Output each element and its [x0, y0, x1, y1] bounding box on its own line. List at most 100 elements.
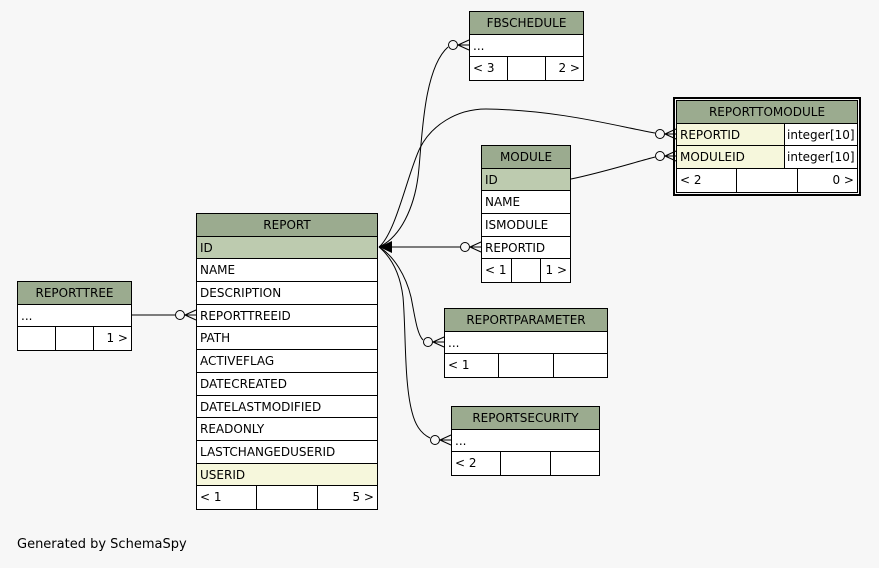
- zero-or-one-circle: [423, 337, 433, 347]
- zero-or-one-circle: [175, 310, 185, 320]
- crows-foot-arrow-icon: [664, 128, 677, 140]
- degree-cell: [554, 354, 607, 377]
- column-name: READONLY: [200, 422, 265, 437]
- degree-cell: < 1: [445, 354, 500, 378]
- column-row-activeflag: ACTIVEFLAG: [197, 350, 377, 373]
- column-name: USERID: [200, 467, 246, 482]
- degree-cell: [257, 486, 318, 509]
- zero-or-one-circle: [460, 242, 470, 252]
- degree-cell: [18, 327, 56, 351]
- columns-ellipsis-row: ...: [452, 429, 599, 453]
- degree-cell: 2 >: [558, 61, 580, 76]
- table-reportsecurity[interactable]: REPORTSECURITY... < 2: [451, 406, 600, 477]
- degree-cell: [508, 57, 546, 81]
- zero-or-one-circle: [448, 40, 458, 50]
- column-name: REPORTTREEID: [200, 308, 291, 323]
- degree-footer: < 3 2 >: [470, 57, 583, 81]
- table-title-reportsecurity[interactable]: REPORTSECURITY: [452, 407, 599, 430]
- degree-cell: < 3: [470, 57, 508, 81]
- degree-footer: < 1: [445, 354, 607, 378]
- column-row-lastchangeduserid: LASTCHANGEDUSERID: [197, 440, 377, 464]
- column-name: PATH: [200, 331, 231, 346]
- degree-cell: 1 >: [106, 331, 128, 346]
- column-row-name: NAME: [197, 259, 377, 283]
- degree-footer: 1 >: [18, 327, 131, 351]
- edge-reportsecurity-report: [378, 246, 452, 446]
- table-title-reporttree[interactable]: REPORTTREE: [18, 282, 131, 305]
- edge-reporttomodule-moduleid-module: [570, 150, 677, 180]
- degree-cell: 0 >: [832, 173, 854, 188]
- column-type: integer[10]: [785, 146, 857, 169]
- edge-report-reporttreeid-reporttree: [132, 309, 197, 321]
- degree-cell: [737, 169, 798, 192]
- degree-cell: [56, 327, 94, 351]
- columns-ellipsis-row: ...: [18, 304, 131, 328]
- crows-foot-arrow-icon: [457, 39, 470, 51]
- zero-or-one-circle: [655, 151, 665, 161]
- crows-foot-arrow-icon: [664, 150, 677, 162]
- crows-foot-arrow-icon: [469, 241, 482, 253]
- degree-cell: < 2: [452, 452, 502, 476]
- column-name: LASTCHANGEDUSERID: [200, 444, 336, 459]
- table-title-module[interactable]: MODULE: [482, 146, 570, 169]
- column-name: NAME: [200, 263, 236, 278]
- column-name: REPORTID: [677, 123, 785, 146]
- table-title-fbschedule[interactable]: FBSCHEDULE: [470, 12, 583, 35]
- column-row-datelastmodified: DATELASTMODIFIED: [197, 395, 377, 419]
- degree-cell: < 1: [482, 259, 512, 283]
- zero-or-one-circle: [655, 129, 665, 139]
- relationship-line: [378, 108, 656, 248]
- column-name: REPORTID: [485, 240, 546, 255]
- table-title-reportparameter[interactable]: REPORTPARAMETER: [445, 309, 607, 332]
- column-name: DATELASTMODIFIED: [200, 399, 322, 414]
- column-name: DESCRIPTION: [200, 286, 282, 301]
- table-reportparameter[interactable]: REPORTPARAMETER... < 1: [444, 308, 608, 379]
- zero-or-one-circle: [430, 435, 440, 445]
- column-name: ...: [448, 335, 460, 350]
- column-name: DATECREATED: [200, 376, 287, 391]
- degree-cell: [512, 259, 542, 283]
- degree-cell: [551, 452, 599, 475]
- column-row-reportid: REPORTID: [482, 236, 570, 260]
- column-name: ACTIVEFLAG: [200, 354, 275, 369]
- edge-module-reportid-report: [379, 241, 482, 253]
- column-row-userid: USERID: [197, 463, 377, 487]
- relationship-line: [378, 246, 424, 341]
- column-row-id: ID: [482, 168, 570, 192]
- table-reporttree[interactable]: REPORTTREE... 1 >: [17, 281, 132, 352]
- table-fbschedule[interactable]: FBSCHEDULE... < 3 2 >: [469, 11, 584, 82]
- degree-cell: 1 >: [545, 263, 568, 278]
- column-name: ...: [455, 433, 467, 448]
- relationship-line: [570, 156, 656, 180]
- column-row-path: PATH: [197, 327, 377, 351]
- table-title-report[interactable]: REPORT: [197, 214, 377, 237]
- edge-reporttomodule-reportid-report: [378, 108, 677, 248]
- column-row-id: ID: [197, 236, 377, 260]
- crows-foot-arrow-icon: [439, 434, 452, 446]
- column-name: ...: [21, 308, 33, 323]
- edge-reportparameter-report: [378, 246, 445, 348]
- degree-cell: [499, 354, 554, 378]
- hub-arrowhead-icon: [379, 241, 392, 253]
- columns-ellipsis-row: ...: [470, 34, 583, 58]
- column-name: ID: [200, 240, 213, 255]
- column-name: NAME: [485, 195, 521, 210]
- table-title-reporttomodule[interactable]: REPORTTOMODULE: [677, 101, 857, 124]
- columns-ellipsis-row: ...: [445, 331, 607, 355]
- column-row-reporttreeid: REPORTTREEID: [197, 304, 377, 328]
- column-row-ismodule: ISMODULE: [482, 214, 570, 237]
- column-row-readonly: READONLY: [197, 418, 377, 441]
- degree-footer: < 1 1 >: [482, 259, 570, 283]
- column-type: integer[10]: [785, 123, 857, 146]
- crows-foot-arrow-icon: [184, 309, 197, 321]
- column-name: ...: [473, 38, 485, 53]
- table-report[interactable]: REPORT ID NAME DESCRIPTION REPORTTREEID PATH A…: [196, 213, 378, 510]
